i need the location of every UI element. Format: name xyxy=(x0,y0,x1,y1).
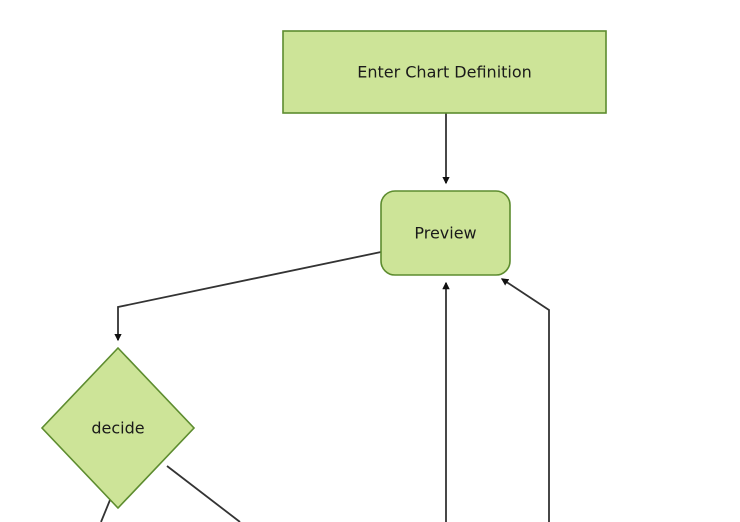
node-enter-chart-definition-shape[interactable] xyxy=(282,30,607,114)
node-layer: Enter Chart Definition Preview decide xyxy=(40,30,607,510)
node-preview-label: Preview xyxy=(414,224,476,243)
edge-bottom-right-to-preview xyxy=(500,278,550,522)
node-decide-shape[interactable] xyxy=(40,346,196,510)
edge-preview-to-decide xyxy=(114,251,382,342)
edge-decide-bottom-right xyxy=(166,465,241,522)
node-preview[interactable]: Preview xyxy=(380,190,511,276)
node-enter-chart-definition-label: Enter Chart Definition xyxy=(357,63,532,82)
edge-layer xyxy=(100,113,550,522)
node-decide[interactable]: decide xyxy=(40,346,196,510)
edge-decide-bottom-left xyxy=(100,499,111,522)
node-enter-chart-definition[interactable]: Enter Chart Definition xyxy=(282,30,607,114)
node-decide-label: decide xyxy=(91,419,144,438)
node-preview-shape[interactable] xyxy=(380,190,511,276)
